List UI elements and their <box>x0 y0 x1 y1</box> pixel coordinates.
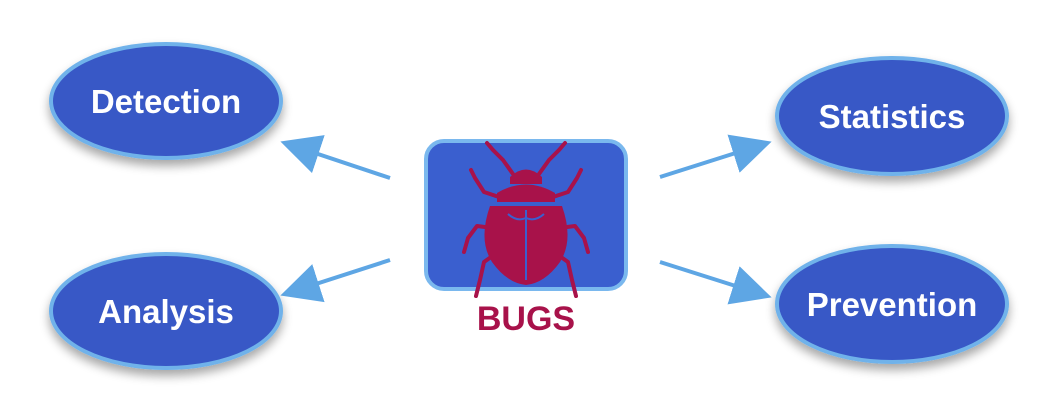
center-label: BUGS <box>477 300 575 338</box>
node-statistics-shape <box>775 56 1009 176</box>
node-statistics-label: Statistics <box>819 98 966 135</box>
node-detection: Detection <box>49 42 283 160</box>
arrow-to-analysis <box>280 258 391 303</box>
node-detection-shape <box>49 42 283 160</box>
node-prevention: Prevention <box>775 244 1009 364</box>
node-statistics: Statistics <box>775 56 1009 176</box>
node-prevention-label: Prevention <box>807 286 978 323</box>
arrow-to-statistics <box>659 134 772 179</box>
node-analysis-label: Analysis <box>98 293 234 330</box>
arrow-to-prevention <box>659 260 772 305</box>
beetle-icon <box>462 141 590 298</box>
node-analysis: Analysis <box>49 252 283 370</box>
node-analysis-shape <box>49 252 283 370</box>
node-detection-label: Detection <box>91 83 241 120</box>
arrow-to-detection <box>280 135 391 180</box>
center-box <box>424 139 628 298</box>
node-prevention-shape <box>775 244 1009 364</box>
